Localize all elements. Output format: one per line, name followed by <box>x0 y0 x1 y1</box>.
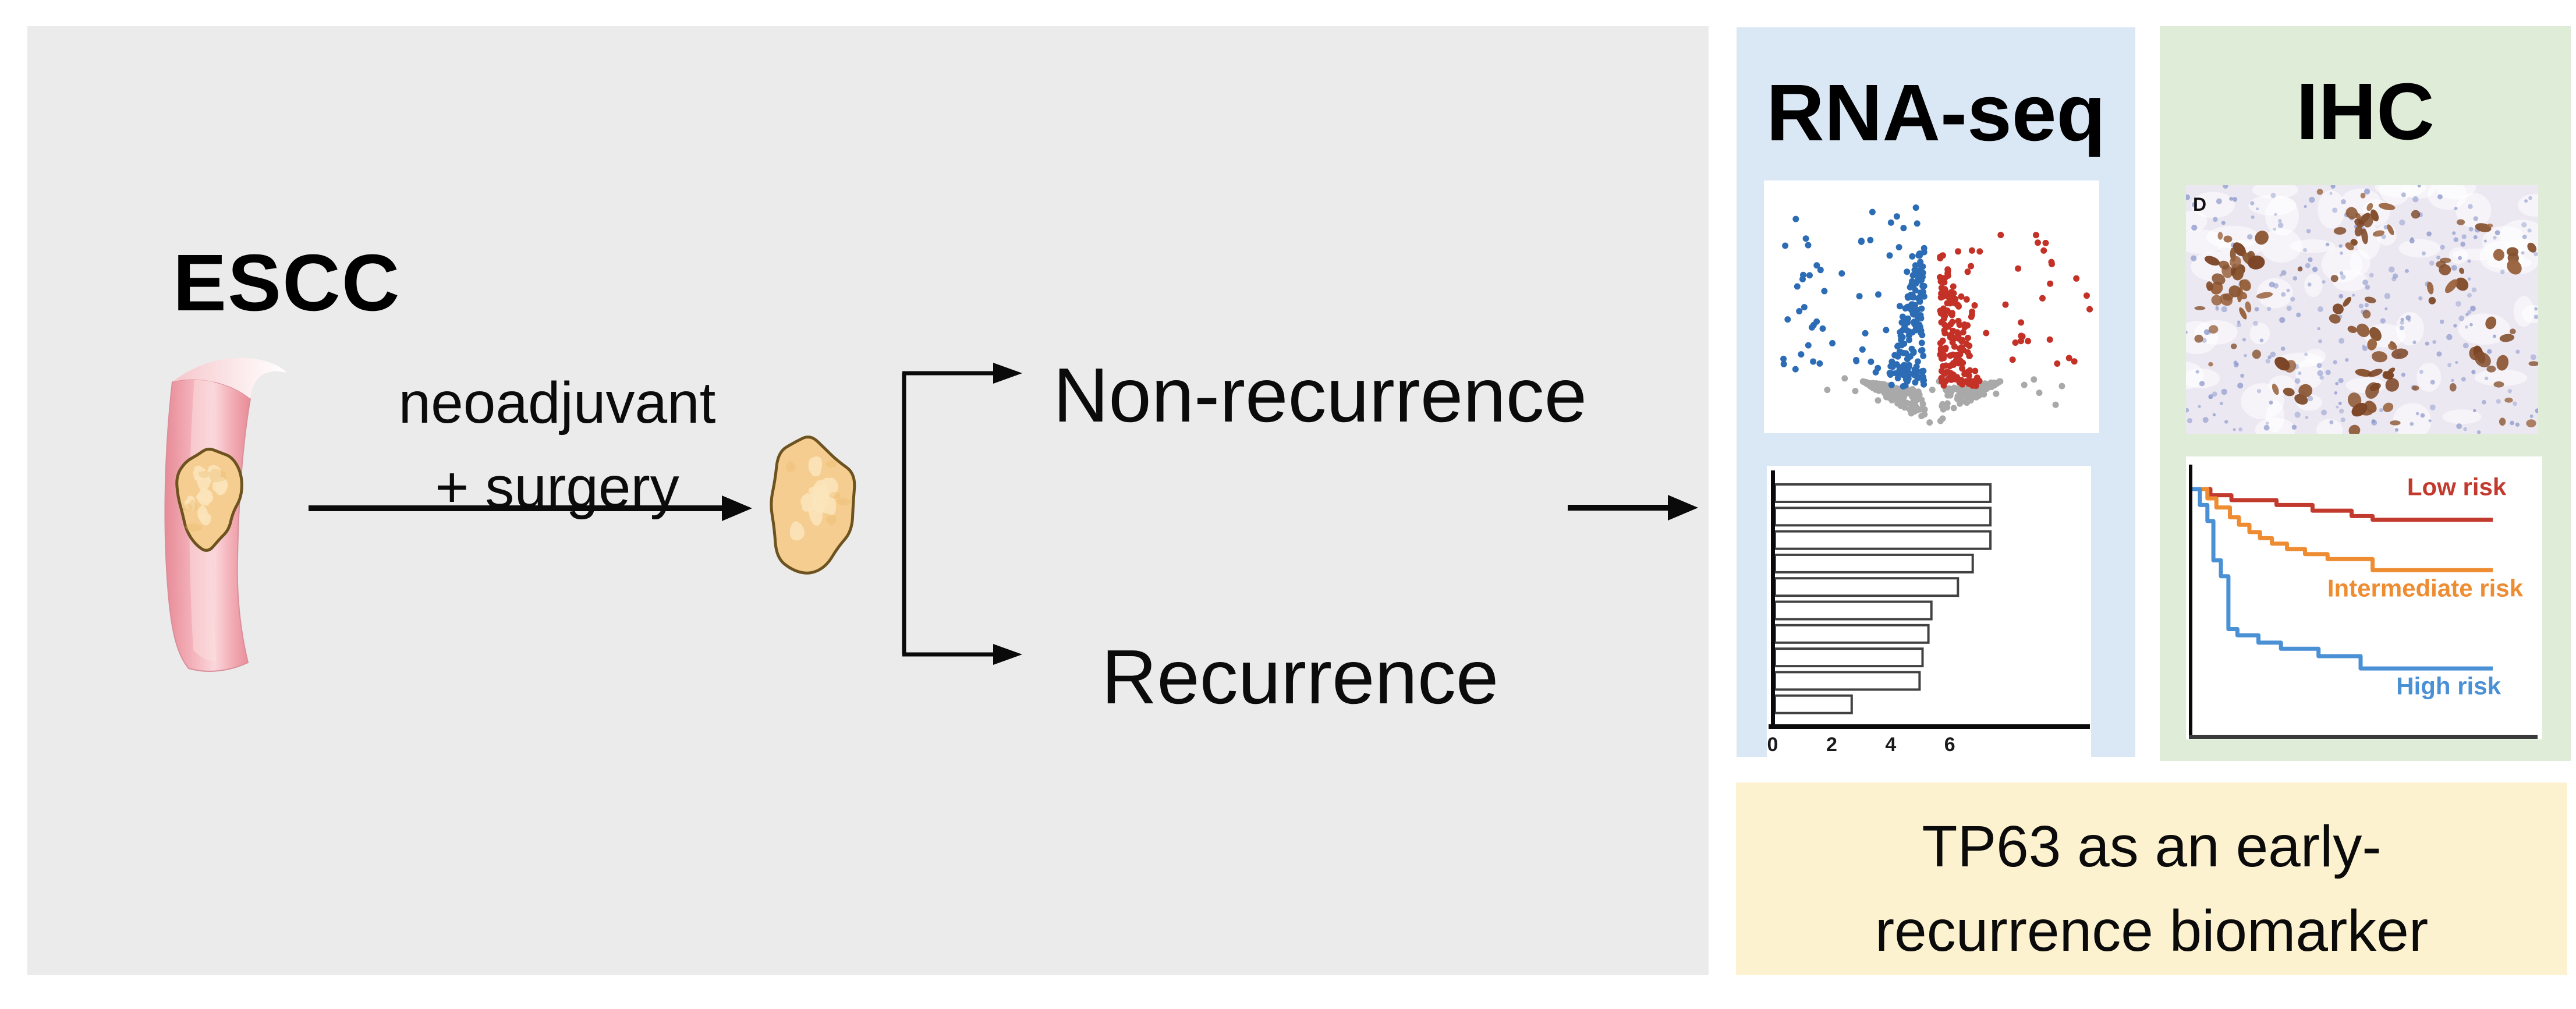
escc-label: ESCC <box>173 238 401 328</box>
conclusion-line1: TP63 as an early- <box>1922 814 2382 879</box>
bar-x-tick-6: 6 <box>1944 734 1955 756</box>
treatment-line1: neoadjuvant <box>398 370 716 436</box>
conclusion-text: TP63 as an early- recurrence biomarker <box>1736 783 2567 973</box>
histology-corner-label: D <box>2193 194 2206 215</box>
resected-tumor-illustration <box>770 436 856 575</box>
resected-tumor <box>770 436 856 575</box>
km-curve-intermediate-risk <box>2192 487 2493 572</box>
volcano-plot <box>1764 180 2099 433</box>
conclusion-box: TP63 as an early- recurrence biomarker <box>1736 783 2567 975</box>
km-curve-high-risk <box>2192 487 2493 671</box>
tumor-on-esophagus <box>175 447 243 552</box>
recurrence-label: Recurrence <box>1101 634 1499 720</box>
esophagus-illustration <box>164 357 286 672</box>
deg-bar-chart: 0 2 4 6 <box>1767 466 2091 757</box>
km-label-low-risk: Low risk <box>2407 473 2507 501</box>
ihc-title: IHC <box>2296 67 2435 157</box>
esophagus-flap <box>172 357 286 399</box>
rna-seq-panel: RNA-seq 0 2 4 6 <box>1737 27 2135 757</box>
km-curve-low-risk <box>2192 487 2493 522</box>
km-label-intermediate-risk: Intermediate risk <box>2327 574 2524 601</box>
bar-x-tick-4: 4 <box>1885 734 1896 756</box>
treatment-label: neoadjuvant + surgery <box>342 361 773 530</box>
non-recurrence-label: Non-recurrence <box>1053 352 1588 438</box>
ihc-histology-image: D <box>2186 185 2538 434</box>
km-label-high-risk: High risk <box>2396 672 2501 699</box>
bar-x-tick-0: 0 <box>1767 734 1778 756</box>
bar-x-tick-2: 2 <box>1826 734 1837 756</box>
rna-seq-title: RNA-seq <box>1766 68 2106 158</box>
conclusion-line2: recurrence biomarker <box>1875 898 2429 964</box>
treatment-line2: + surgery <box>435 455 679 520</box>
study-design-panel: ESCC neoadjuvant + surgery Non-recurrenc… <box>27 26 1709 975</box>
